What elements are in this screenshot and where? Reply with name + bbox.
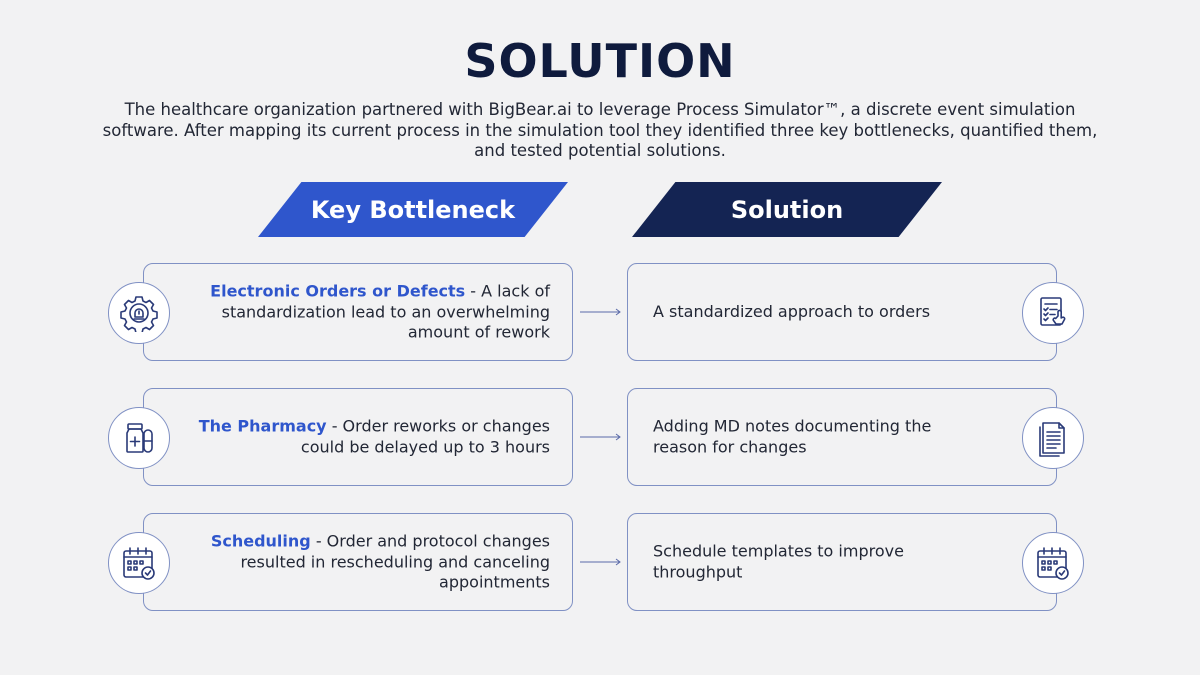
key-bottleneck-header: Key Bottleneck	[258, 182, 568, 237]
solution-text: Adding MD notes documenting the reason f…	[653, 416, 932, 457]
solution-text: A standardized approach to orders	[653, 301, 931, 321]
calendar-check-icon	[1022, 532, 1084, 594]
page-title: SOLUTION	[464, 34, 736, 88]
bottleneck-card-pharmacy: The Pharmacy - Order reworks or changes …	[143, 388, 573, 486]
solution-label: Solution	[730, 195, 844, 224]
bottleneck-text: Electronic Orders or Defects - A lack of…	[170, 281, 550, 343]
medicine-icon	[108, 407, 170, 469]
checklist-touch-icon	[1022, 282, 1084, 344]
key-bottleneck-label: Key Bottleneck	[310, 195, 516, 224]
document-icon	[1022, 407, 1084, 469]
bottleneck-title: Scheduling	[210, 531, 311, 551]
solution-text: Schedule templates to improve throughput	[653, 541, 904, 582]
arrow-icon	[580, 308, 621, 316]
bottleneck-card-scheduling: Scheduling - Order and protocol changes …	[143, 513, 573, 611]
bottleneck-title: The Pharmacy	[198, 416, 327, 436]
bottleneck-title: Electronic Orders or Defects	[210, 281, 466, 301]
calendar-check-icon	[108, 532, 170, 594]
solution-header: Solution	[632, 182, 942, 237]
bottleneck-description: - Order and protocol changes resulted in…	[240, 531, 550, 592]
bottleneck-description: - Order reworks or changes could be dela…	[300, 416, 550, 457]
solution-card-md-notes: Adding MD notes documenting the reason f…	[627, 388, 1057, 486]
solution-card-schedule-templates: Schedule templates to improve throughput	[627, 513, 1057, 611]
arrow-icon	[580, 558, 621, 566]
solution-card-standardized-orders: A standardized approach to orders	[627, 263, 1057, 361]
bottleneck-text: Scheduling - Order and protocol changes …	[170, 531, 550, 593]
intro-paragraph: The healthcare organization partnered wi…	[102, 100, 1098, 160]
bottleneck-text: The Pharmacy - Order reworks or changes …	[170, 417, 550, 458]
arrow-icon	[580, 433, 621, 441]
gear-alert-icon	[108, 282, 170, 344]
bottleneck-description: - A lack of standardization lead to an o…	[221, 281, 550, 342]
bottleneck-card-electronic-orders: Electronic Orders or Defects - A lack of…	[143, 263, 573, 361]
